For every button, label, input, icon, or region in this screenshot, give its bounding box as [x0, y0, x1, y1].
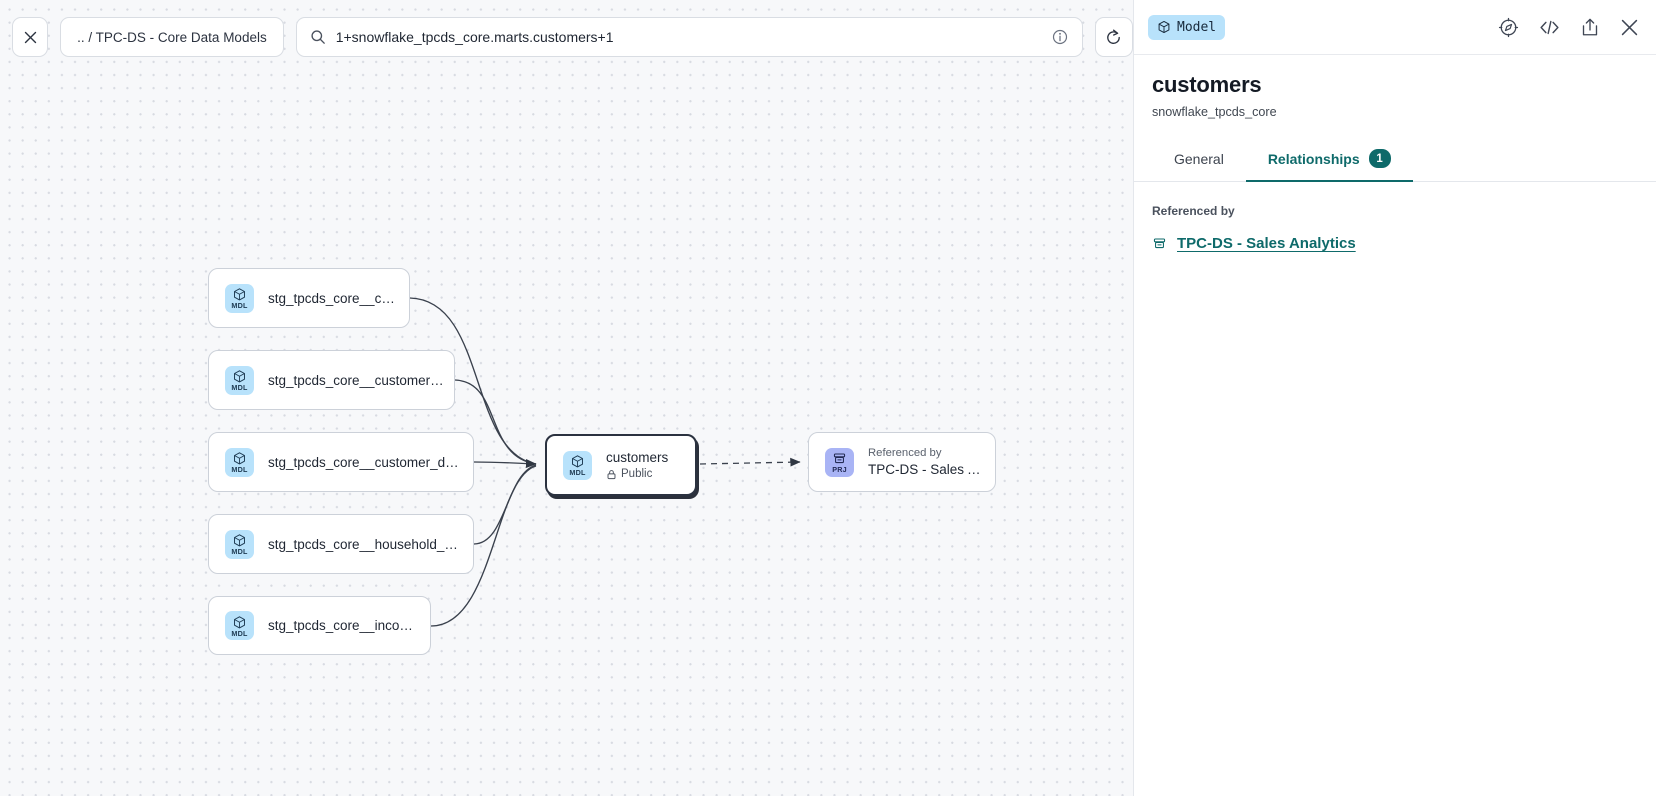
referenced-by-link[interactable]: TPC-DS - Sales Analytics [1152, 235, 1638, 252]
canvas-toolbar: .. / TPC-DS - Core Data Models 1+snowfla… [0, 0, 1133, 74]
badge-label: MDL [231, 547, 248, 556]
code-icon[interactable] [1538, 18, 1561, 37]
refresh-button[interactable] [1094, 17, 1133, 57]
node-overline: Referenced by [868, 447, 942, 459]
search-icon [311, 30, 325, 44]
breadcrumb[interactable]: .. / TPC-DS - Core Data Models [60, 17, 284, 57]
badge-label: MDL [231, 465, 248, 474]
graph-node-label: stg_tpcds_core__income_band [268, 618, 420, 633]
graph-node[interactable]: MDL stg_tpcds_core__customer_demogra… [208, 432, 474, 492]
type-chip-label: Model [1177, 19, 1217, 35]
lock-icon [607, 469, 616, 479]
badge-label: PRJ [832, 465, 847, 474]
graph-node[interactable]: MDL stg_tpcds_core__household_demogr… [208, 514, 474, 574]
cube-icon [1158, 20, 1170, 34]
details-panel: Model [1133, 0, 1656, 796]
badge-label: MDL [231, 383, 248, 392]
tab-badge: 1 [1368, 149, 1391, 168]
model-badge: MDL [563, 450, 592, 480]
close-button[interactable] [12, 17, 49, 57]
graph-node-label: TPC-DS - Sales Analytics [868, 462, 985, 477]
tab-label: General [1174, 150, 1224, 167]
graph-node-label: stg_tpcds_core__customer [268, 290, 399, 306]
project-icon [833, 453, 846, 464]
cube-icon [234, 288, 245, 301]
cube-icon [234, 452, 245, 465]
tab-label: Relationships [1267, 150, 1360, 167]
info-icon[interactable] [1052, 29, 1068, 45]
visibility: Public [606, 468, 668, 480]
badge-label: MDL [231, 301, 248, 310]
project-badge: PRJ [825, 447, 854, 477]
model-badge: MDL [225, 365, 254, 395]
cube-icon [234, 370, 245, 383]
panel-title-block: customers snowflake_tpcds_core [1134, 55, 1656, 119]
project-icon [1153, 238, 1166, 249]
panel-body: Referenced by TPC-DS - Sales Analytics [1134, 182, 1656, 252]
explore-icon[interactable] [1498, 17, 1519, 38]
search-input[interactable]: 1+snowflake_tpcds_core.marts.customers+1 [295, 17, 1083, 57]
entity-source: snowflake_tpcds_core [1152, 105, 1277, 119]
badge-label: MDL [569, 468, 586, 477]
graph-canvas[interactable]: .. / TPC-DS - Core Data Models 1+snowfla… [0, 0, 1133, 796]
graph-node-label: stg_tpcds_core__customer_address [268, 372, 444, 388]
panel-tabs: General Relationships 1 [1134, 141, 1656, 182]
tab-relationships[interactable]: Relationships 1 [1245, 141, 1413, 182]
close-icon [24, 31, 36, 43]
tab-general[interactable]: General [1152, 141, 1246, 181]
refresh-icon [1107, 29, 1121, 44]
type-chip[interactable]: Model [1148, 14, 1226, 40]
graph-node[interactable]: MDL stg_tpcds_core__customer [208, 268, 410, 328]
cube-icon [234, 534, 245, 547]
badge-label: MDL [231, 628, 248, 638]
referenced-by-label: Referenced by [1152, 204, 1235, 218]
model-badge: MDL [225, 529, 254, 559]
referenced-by-list: TPC-DS - Sales Analytics [1152, 235, 1638, 252]
panel-header: Model [1134, 0, 1656, 55]
graph-node-label: stg_tpcds_core__customer_demogra… [268, 454, 463, 470]
page-title: customers [1152, 72, 1262, 97]
cube-icon [234, 615, 245, 628]
model-badge: MDL [225, 611, 254, 640]
visibility-label: Public [621, 468, 653, 480]
model-badge: MDL [225, 283, 254, 313]
graph-nodes: MDL stg_tpcds_core__customerMDL stg_tpcds_… [208, 268, 996, 655]
graph-node-project[interactable]: PRJ Referenced by TPC-DS - Sales Analytics [808, 432, 996, 492]
project-icon [1152, 236, 1167, 251]
search-value: 1+snowflake_tpcds_core.marts.customers+1 [335, 29, 614, 45]
close-icon[interactable] [1619, 17, 1640, 38]
graph-node-label: customers [606, 450, 669, 465]
model-badge: MDL [225, 447, 254, 477]
panel-actions [1498, 17, 1640, 38]
graph-node-label: stg_tpcds_core__household_demogr… [268, 536, 463, 552]
referenced-by-link-label: TPC-DS - Sales Analytics [1177, 235, 1356, 252]
breadcrumb-label: .. / TPC-DS - Core Data Models [77, 29, 267, 45]
graph-node[interactable]: MDL stg_tpcds_core__customer_address [208, 350, 455, 410]
cube-icon [572, 455, 583, 468]
share-icon[interactable] [1580, 17, 1600, 38]
graph-node[interactable]: MDL stg_tpcds_core__income_band [208, 596, 431, 655]
